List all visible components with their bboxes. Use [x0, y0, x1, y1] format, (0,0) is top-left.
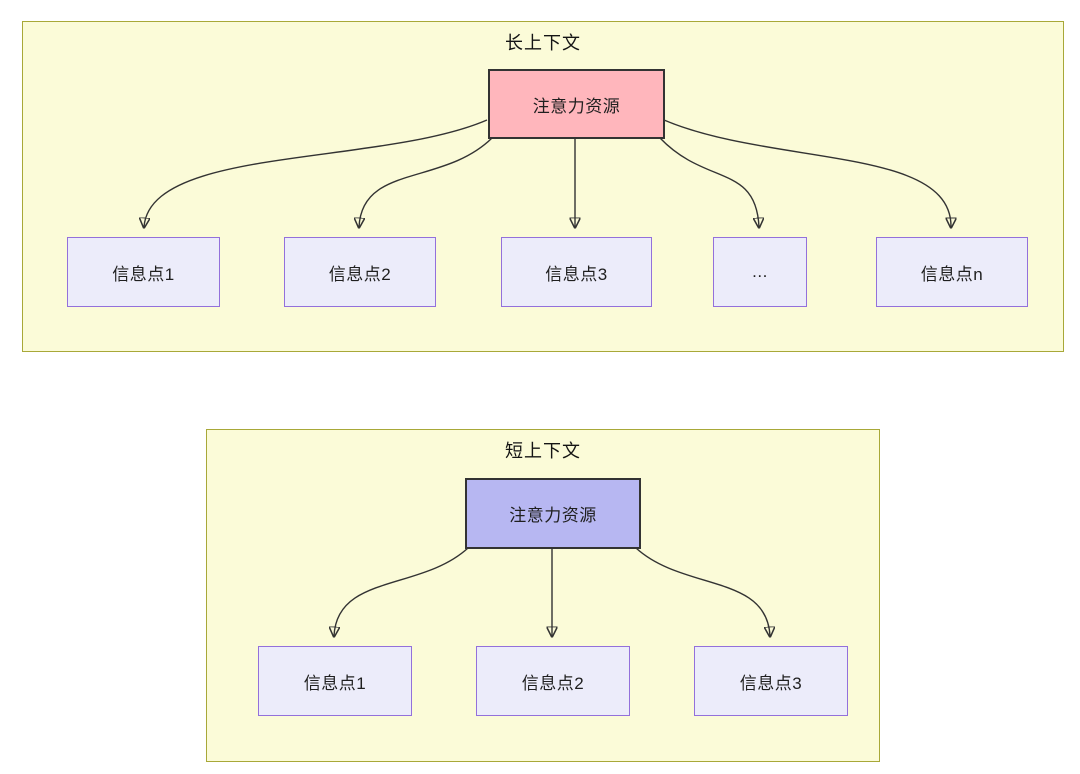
short-context-title: 短上下文 — [505, 441, 581, 461]
long-attention-node: 注意力资源 — [488, 69, 665, 139]
long-item-node-n: 信息点n — [876, 237, 1028, 307]
short-attention-node: 注意力资源 — [465, 478, 641, 549]
long-item-node-3: 信息点3 — [501, 237, 652, 307]
long-item-node-ellipsis: ... — [713, 237, 807, 307]
short-item-node-3: 信息点3 — [694, 646, 848, 716]
long-item-node-2: 信息点2 — [284, 237, 436, 307]
short-context-container: 短上下文 注意力资源 信息点1 信息点2 信息点3 — [206, 429, 880, 762]
short-item-node-1: 信息点1 — [258, 646, 412, 716]
long-context-title: 长上下文 — [505, 33, 581, 53]
long-context-container: 长上下文 注意力资源 信息点1 信息点2 信息点3 ... 信息点n — [22, 21, 1064, 352]
long-item-node-1: 信息点1 — [67, 237, 220, 307]
short-item-node-2: 信息点2 — [476, 646, 630, 716]
